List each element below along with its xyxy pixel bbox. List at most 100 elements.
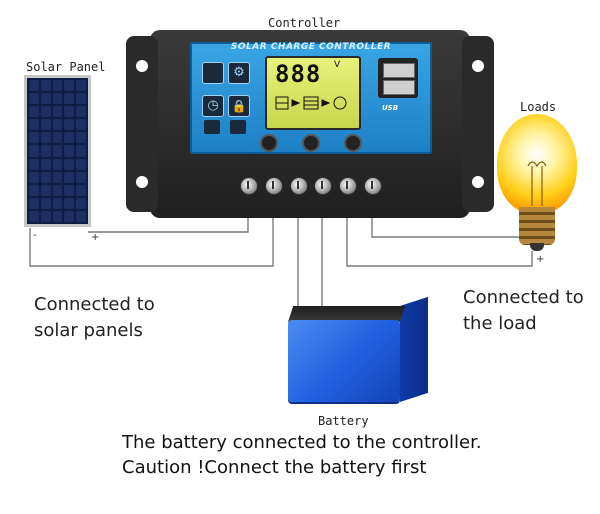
clock-icon: ◷ [202, 95, 224, 117]
solar-cell [64, 145, 75, 157]
solar-cell [40, 132, 51, 144]
solar-cell [40, 145, 51, 157]
usb-ports [378, 58, 418, 98]
solar-cell [76, 158, 86, 170]
solar-cell [40, 158, 51, 170]
solar-cell [64, 106, 75, 118]
load-plus-mark: + [536, 254, 544, 265]
solar-cell [29, 184, 39, 196]
solar-cell [64, 93, 75, 105]
solar-cell [52, 80, 63, 92]
solar-cell [40, 184, 51, 196]
solar-cell [64, 184, 75, 196]
solar-cell [29, 93, 39, 105]
bulb-status-icon [333, 96, 347, 110]
solar-cell [40, 106, 51, 118]
solar-cell [76, 184, 86, 196]
arrow-icon [291, 99, 301, 107]
solar-cell [76, 145, 86, 157]
solar-note-line-2: solar panels [34, 320, 143, 341]
solar-cell [52, 132, 63, 144]
solar-cell [29, 210, 39, 222]
load-note-line-2: the load [463, 313, 537, 334]
load-connection-note: Connected to the load [463, 285, 584, 337]
usb-label: USB [382, 104, 399, 112]
solar-cell [76, 106, 86, 118]
terminal-block [228, 170, 390, 200]
small-key-left [204, 120, 220, 134]
solar-cell [52, 93, 63, 105]
battery-icon [288, 320, 400, 402]
solar-cell [76, 80, 86, 92]
terminal-battery-negative [314, 177, 332, 195]
solar-cell [52, 197, 63, 209]
terminal-solar-negative [265, 177, 283, 195]
solar-cell [29, 80, 39, 92]
solar-minus-mark: - [33, 230, 37, 241]
minus-button [302, 134, 320, 152]
bulb-tip [530, 243, 544, 251]
solar-cell [64, 171, 75, 183]
solar-cell [29, 171, 39, 183]
solar-cell [64, 132, 75, 144]
menu-button [260, 134, 278, 152]
lcd-display [265, 56, 361, 130]
usb-port-top [383, 63, 415, 78]
lock-icon: 🔒 [228, 95, 250, 117]
caution-line-2: Caution !Connect the battery first [122, 457, 427, 478]
wire-load-positive [346, 194, 533, 267]
solar-cell [64, 210, 75, 222]
solar-cell [29, 119, 39, 131]
plus-button [344, 134, 362, 152]
solar-cell [29, 132, 39, 144]
terminal-load-negative [364, 177, 382, 195]
solar-note-line-1: Connected to [34, 294, 155, 315]
solar-cell [76, 93, 86, 105]
solar-cell [40, 171, 51, 183]
battery-caution-note: The battery connected to the controller.… [122, 430, 482, 480]
solar-plus-mark: + [91, 232, 99, 243]
terminal-solar-positive [240, 177, 258, 195]
terminal-battery-positive [290, 177, 308, 195]
usb-port-bottom [383, 80, 415, 95]
solar-cell [52, 171, 63, 183]
solar-cell [52, 119, 63, 131]
controller-panel-title: SOLAR CHARGE CONTROLLER [230, 42, 392, 52]
caution-line-1: The battery connected to the controller. [122, 432, 482, 453]
solar-cell [76, 197, 86, 209]
wire-solar-negative [29, 194, 274, 267]
solar-cell [40, 210, 51, 222]
solar-cell [40, 197, 51, 209]
solar-cell [52, 158, 63, 170]
solar-cell [64, 119, 75, 131]
battery-side [400, 296, 428, 402]
small-key-right [230, 120, 246, 134]
bulb-base [519, 207, 555, 245]
battery-status-icon [303, 96, 319, 110]
gear-icon: ⚙ [228, 62, 250, 84]
solar-cell [64, 158, 75, 170]
solar-cell [52, 210, 63, 222]
lcd-status-icons [275, 96, 347, 110]
solar-connection-note: Connected to solar panels [34, 292, 155, 344]
solar-panel [24, 75, 91, 227]
bulb-filament [527, 161, 547, 206]
solar-cell [64, 80, 75, 92]
solar-cell [64, 197, 75, 209]
controller-label: Controller [268, 16, 341, 30]
solar-cell [52, 145, 63, 157]
solar-cell [29, 197, 39, 209]
solar-cell [40, 80, 51, 92]
solar-cell [40, 119, 51, 131]
loads-label: Loads [520, 100, 557, 114]
solar-cell [76, 210, 86, 222]
lcd-unit: V [334, 60, 341, 70]
solar-cell [76, 132, 86, 144]
light-bulb-icon [497, 114, 577, 214]
battery-label: Battery [318, 414, 369, 428]
solar-cell [29, 158, 39, 170]
solar-panel-label: Solar Panel [26, 60, 106, 74]
lcd-digits: 888 [275, 60, 322, 88]
solar-cell [40, 93, 51, 105]
solar-cell [52, 184, 63, 196]
